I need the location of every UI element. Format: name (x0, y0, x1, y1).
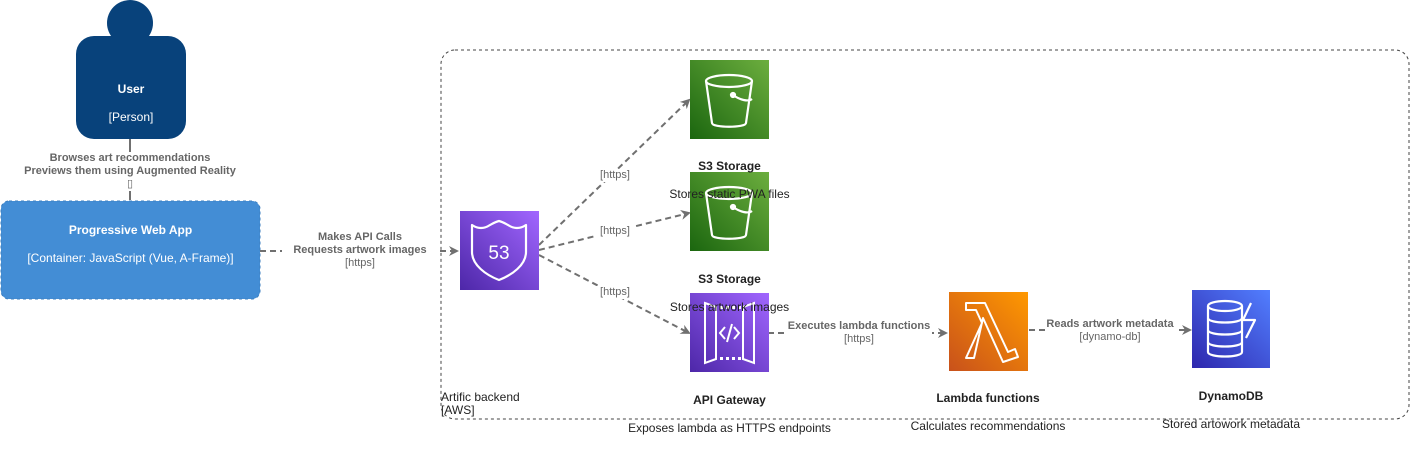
diagram-canvas: 53 (0, 0, 1410, 420)
s3-pwa-label: S3 Storage Stores static PWA files (640, 145, 819, 215)
user-relation-line1: Browses art recommendations (49, 152, 211, 164)
user-name: User (117, 82, 145, 96)
pwa-desc-1: Captures the user colour palette input (30, 307, 231, 321)
dynamo-relation-line1: Reads artwork metadata (1046, 318, 1174, 330)
lambda-relation-line1: Executes lambda functions (787, 320, 931, 332)
boundary-name: Artific backend (441, 390, 520, 404)
lambda-desc: Calculates recommendations (910, 419, 1066, 433)
user-person-shape[interactable] (76, 0, 186, 139)
user-label: User [Person] (76, 68, 186, 138)
user-relation-glyph: ▯ (126, 178, 134, 190)
route53-to-s3-images-edge (538, 210, 691, 251)
api-gateway-icon[interactable] (690, 293, 769, 372)
lambda-relation-label: Executes lambda functions [https] (786, 320, 932, 346)
edge-label-https-3: [https] (596, 286, 634, 299)
s3-images-name: S3 Storage (698, 272, 761, 286)
dynamodb-label: DynamoDB Stored artowork metadata (1146, 375, 1316, 445)
s3-images-label: S3 Storage Stores artwork images (640, 258, 819, 328)
dynamodb-name: DynamoDB (1198, 389, 1264, 403)
lambda-name: Lambda functions (936, 391, 1040, 405)
s3-pwa-desc: Stores static PWA files (669, 187, 790, 201)
lambda-relation-proto: [https] (844, 333, 874, 345)
pwa-relation-proto: [https] (345, 257, 375, 269)
s3-pwa-icon[interactable] (690, 60, 769, 139)
s3-images-icon[interactable] (690, 172, 769, 251)
user-relation-label: Browses art recommendations Previews the… (10, 152, 250, 191)
pwa-label: Progressive Web App [Container: JavaScri… (1, 209, 260, 391)
pwa-name: Progressive Web App (68, 223, 193, 237)
aws-boundary (440, 49, 1410, 420)
pwa-relation-line2: Requests artwork images (293, 244, 427, 256)
s3-pwa-name: S3 Storage (698, 159, 761, 173)
route53-icon[interactable]: 53 (460, 211, 539, 290)
api-gateway-label: API Gateway Exposes lambda as HTTPS endp… (615, 379, 844, 449)
pwa-desc-3: Previews selected artowrk using AR (35, 363, 226, 377)
pwa-tech: [Container: JavaScript (Vue, A-Frame)] (27, 251, 234, 265)
edge-label-https-2: [https] (596, 225, 634, 238)
dynamodb-desc: Stored artowork metadata (1161, 417, 1301, 431)
boundary-label: Artific backend [AWS] (441, 391, 581, 417)
pwa-relation-line1: Makes API Calls (318, 231, 402, 243)
dynamodb-icon[interactable] (1192, 290, 1270, 368)
lambda-icon[interactable] (949, 292, 1028, 371)
lambda-label: Lambda functions Calculates recommendati… (893, 377, 1083, 447)
boundary-type: [AWS] (441, 403, 475, 417)
pwa-relation-label: Makes API Calls Requests artwork images … (282, 231, 438, 270)
api-gateway-desc: Exposes lambda as HTTPS endpoints (628, 421, 831, 435)
pwa-desc-2: Displays artwork recommendations (37, 335, 224, 349)
user-type: [Person] (108, 110, 154, 124)
api-gateway-name: API Gateway (693, 393, 766, 407)
dynamo-relation-proto: [dynamo-db] (1079, 331, 1141, 343)
edge-label-https-1: [https] (596, 169, 634, 182)
user-relation-line2: Previews them using Augmented Reality (24, 165, 236, 177)
dynamo-relation-label: Reads artwork metadata [dynamo-db] (1045, 318, 1175, 344)
s3-images-desc: Stores artwork images (669, 300, 790, 314)
route53-icon-text: 53 (488, 243, 509, 264)
